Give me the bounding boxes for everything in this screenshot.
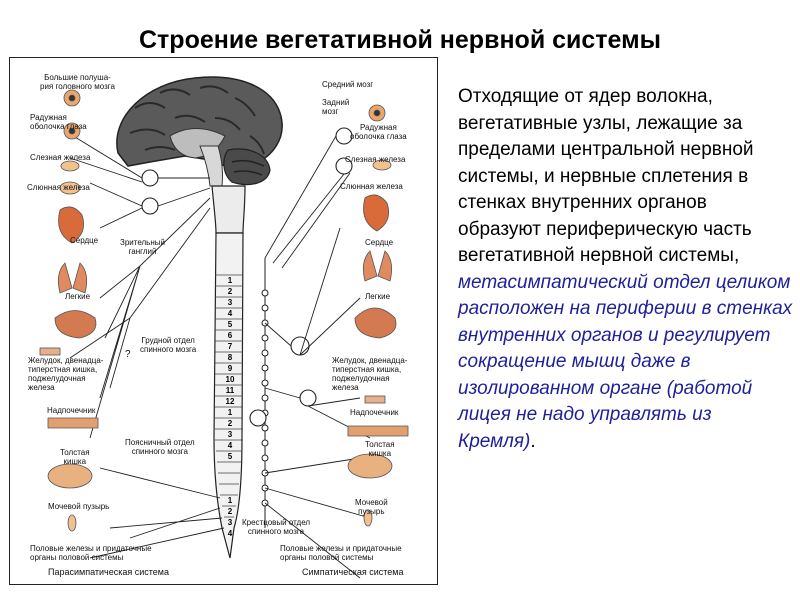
lumbar-number: 3 [227,430,233,439]
label-adrenal-right: Надпочечник [350,408,399,417]
lumbar-number: 2 [227,419,233,428]
sacral-number: 2 [227,507,233,516]
spinal-cord [213,232,244,559]
label-lungs-left: Легкие [65,292,91,301]
brain-illustration [116,76,283,187]
label-lacrimal-left: Слезная железа [30,153,91,162]
sacral-number: 3 [227,518,233,527]
label-adrenal-left: Надпочечник [47,406,96,415]
label-stomach-right: Желудок, двенадца-типерстная кишка,подже… [332,356,408,392]
question-mark: ? [125,349,131,360]
label-lacrimal-right: Слезная железа [345,155,406,164]
description-text: Отходящие от ядер волокна, вегетативные … [458,84,793,455]
thoracic-number: 1 [227,276,233,285]
label-bladder-left: Мочевой пузырь [48,502,110,511]
description-italic: метасимпатический отдел целиком располож… [458,271,793,452]
label-heart-left: Сердце [70,236,99,245]
description-plain: Отходящие от ядер волокна, вегетативные … [458,86,754,266]
thoracic-number: 9 [227,364,233,373]
lumbar-number: 4 [227,441,233,450]
nervous-system-diagram: Большие полуша-рия головного мозга Средн… [9,57,438,585]
lumbar-number: 1 [227,408,233,417]
description-end: . [530,430,536,452]
thoracic-number: 5 [227,320,233,329]
label-salivary-left: Слюнная железа [27,183,90,192]
thoracic-number: 10 [225,375,235,384]
label-sympathetic: Симпатическая система [302,567,404,577]
thoracic-number: 12 [225,397,235,406]
label-midbrain: Средний мозг [322,80,374,89]
label-stomach-left: Желудок, двенадца-типерстная кишка,подже… [28,356,104,392]
page-title: Строение вегетативной нервной системы [139,26,661,54]
label-heart-right: Сердце [365,238,394,247]
thoracic-number: 7 [227,342,233,351]
thoracic-number: 3 [227,298,233,307]
sacral-number: 1 [227,496,233,505]
sacral-number: 4 [227,529,233,538]
label-salivary-right: Слюнная железа [340,182,403,191]
thoracic-number: 2 [227,287,233,296]
lumbar-number: 5 [227,452,233,461]
thoracic-number: 6 [227,331,233,340]
diagram-drawing [39,76,409,579]
label-parasympathetic: Парасимпатическая система [48,567,169,577]
label-cerebrum: Большие полуша-рия головного мозга [40,73,115,91]
thoracic-number: 8 [227,353,233,362]
label-lungs-right: Легкие [365,292,391,301]
thoracic-number: 4 [227,309,233,318]
thoracic-number: 11 [225,386,235,395]
